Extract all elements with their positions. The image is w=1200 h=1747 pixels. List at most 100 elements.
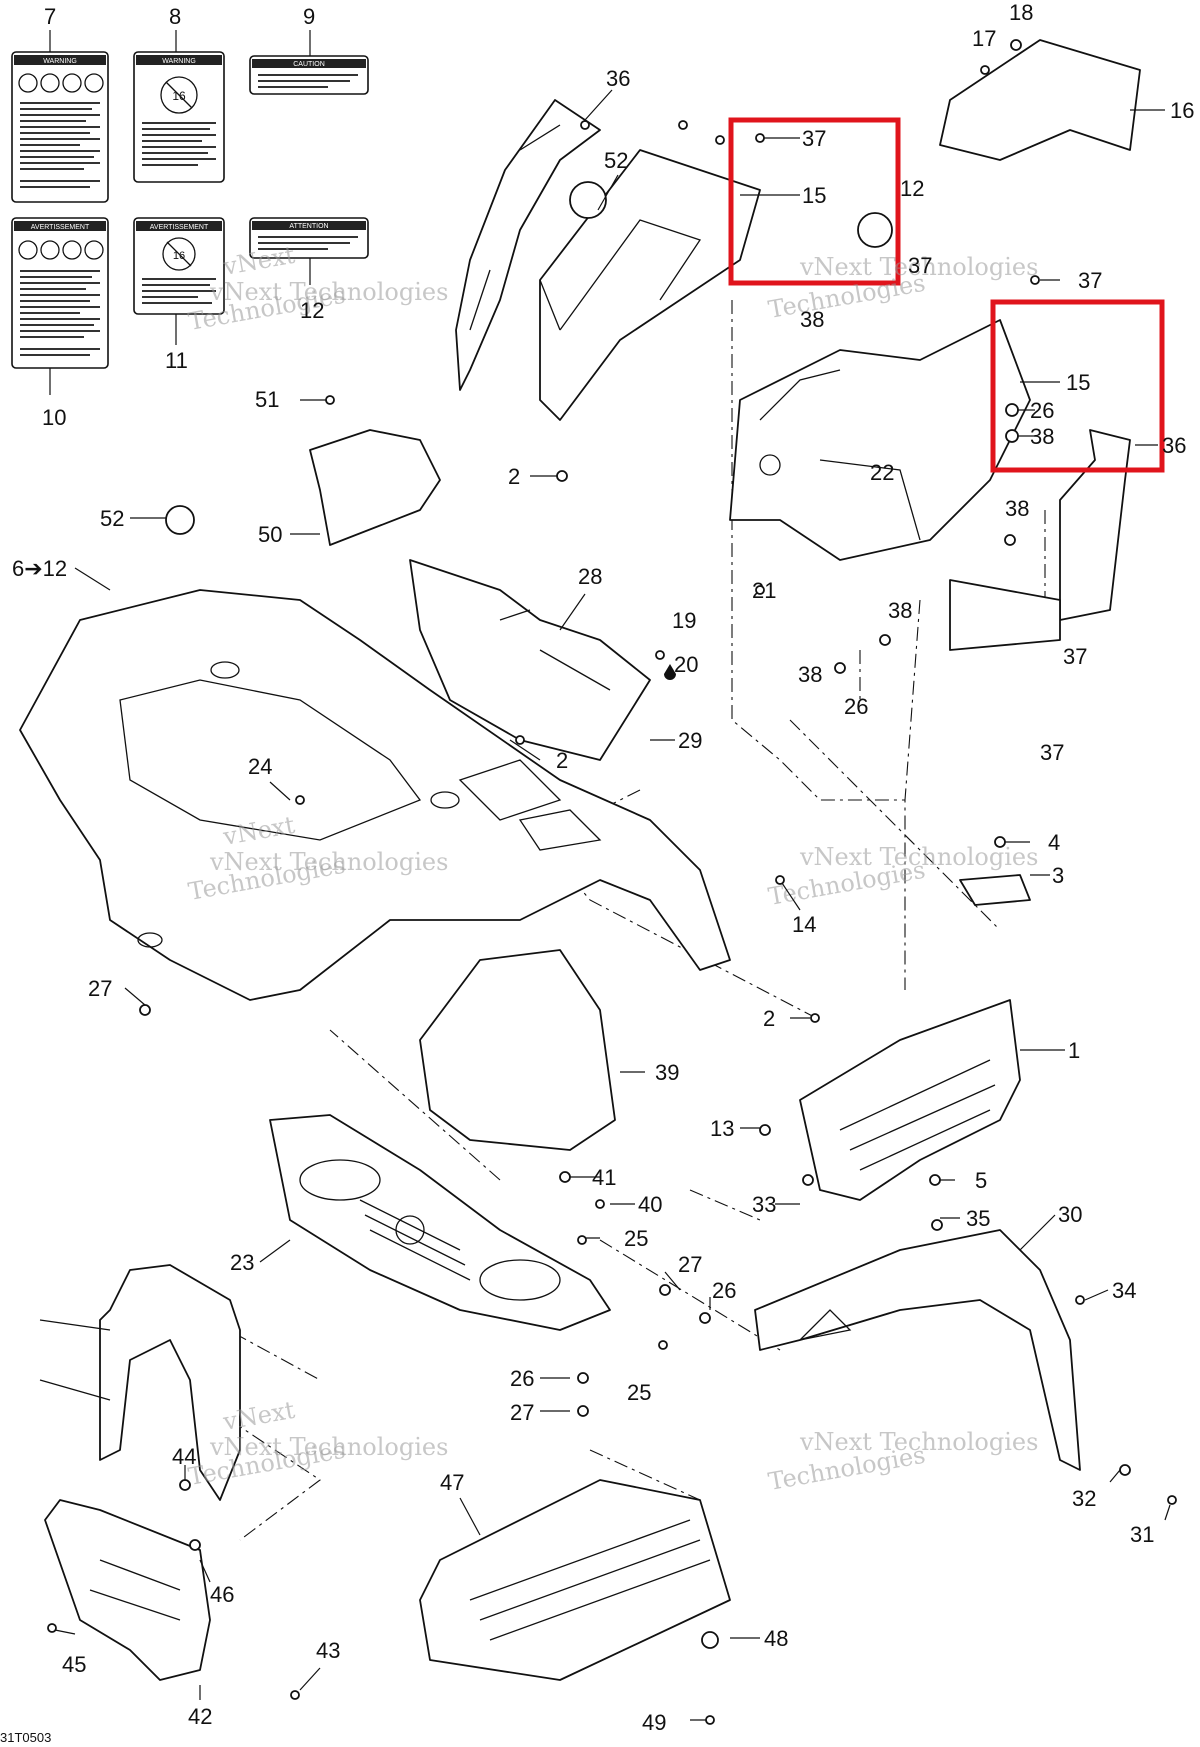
- callout-29: 29: [678, 728, 702, 753]
- callout-26c: 26: [712, 1278, 736, 1303]
- svg-text:vNext Technologies: vNext Technologies: [799, 1428, 1038, 1456]
- label-11-header: AVERTISSEMENT: [150, 224, 209, 231]
- callout-38d: 38: [888, 598, 912, 623]
- callout-19: 19: [672, 608, 696, 633]
- warning-label-11: AVERTISSEMENT 16: [133, 217, 225, 315]
- part-3-step-plate: [959, 874, 1031, 906]
- callout-25b: 25: [627, 1380, 651, 1405]
- callout-31: 31: [1130, 1522, 1154, 1547]
- callout-39: 39: [655, 1060, 679, 1085]
- part-52-plug-left: [165, 505, 195, 535]
- callout-36b: 36: [1162, 433, 1186, 458]
- label-12-header: ATTENTION: [289, 223, 328, 230]
- callout-38c: 38: [1005, 496, 1029, 521]
- warning-label-10: AVERTISSEMENT: [11, 217, 109, 369]
- callout-26d: 26: [510, 1366, 534, 1391]
- callout-7: 7: [44, 4, 56, 29]
- callout-10: 10: [42, 405, 66, 430]
- callout-12: 12: [900, 176, 924, 201]
- callout-5: 5: [975, 1168, 987, 1193]
- part-15-right-storage: [729, 319, 1031, 561]
- callout-14: 14: [792, 912, 816, 937]
- callout-43: 43: [316, 1638, 340, 1663]
- callout-37b: 37: [908, 253, 932, 278]
- part-52-plug-top: [569, 181, 607, 219]
- callout-30: 30: [1058, 1202, 1082, 1227]
- callout-41: 41: [592, 1165, 616, 1190]
- warning-label-12: ATTENTION: [249, 217, 369, 259]
- svg-text:vNext Technologies: vNext Technologies: [799, 253, 1038, 281]
- callout-50: 50: [258, 522, 282, 547]
- highlight-box-right: [990, 299, 1165, 473]
- callout-9: 9: [303, 4, 315, 29]
- callout-32: 32: [1072, 1486, 1096, 1511]
- label-7-header: WARNING: [43, 58, 77, 65]
- callout-44: 44: [172, 1444, 196, 1469]
- callout-28: 28: [578, 564, 602, 589]
- part-bumper-guard: [39, 1264, 241, 1501]
- callout-15: 15: [802, 183, 826, 208]
- leader-lines: [49, 30, 1171, 1721]
- callout-2b: 2: [556, 748, 568, 773]
- callout-6-12: 6➔12: [12, 556, 67, 581]
- svg-text:vNext: vNext: [220, 241, 297, 281]
- part-30-rear-fender: [754, 1229, 1081, 1471]
- callout-4: 4: [1048, 830, 1060, 855]
- callout-2: 2: [508, 464, 520, 489]
- part-23-front-bumper-fascia: [269, 1114, 611, 1331]
- callout-51: 51: [255, 387, 279, 412]
- callout-42: 42: [188, 1704, 212, 1729]
- callout-15b: 15: [1066, 370, 1090, 395]
- callout-48: 48: [764, 1626, 788, 1651]
- label-10-header: AVERTISSEMENT: [31, 224, 90, 231]
- callout-18: 18: [1009, 0, 1033, 25]
- callout-47: 47: [440, 1470, 464, 1495]
- svg-text:vNext Technologies: vNext Technologies: [209, 1433, 448, 1461]
- warning-label-7: WARNING: [11, 51, 109, 203]
- highlight-box-left: [728, 117, 901, 286]
- callout-16: 16: [1170, 98, 1194, 123]
- callout-35: 35: [966, 1206, 990, 1231]
- part-6-front-body: [19, 589, 731, 1001]
- callout-52b: 52: [100, 506, 124, 531]
- callout-46: 46: [210, 1582, 234, 1607]
- callout-8: 8: [169, 4, 181, 29]
- warning-label-9: CAUTION: [249, 55, 369, 95]
- warning-label-8: WARNING 16: [133, 51, 225, 183]
- callout-20: 20: [674, 652, 698, 677]
- svg-text:vNext Technologies: vNext Technologies: [209, 848, 448, 876]
- label-8-header: WARNING: [162, 58, 196, 65]
- part-47-skid-plate: [419, 1479, 731, 1681]
- callout-45: 45: [62, 1652, 86, 1677]
- part-39-inner-liner: [419, 949, 616, 1151]
- callout-37c: 37: [1078, 268, 1102, 293]
- callout-25: 25: [624, 1226, 648, 1251]
- label-11-age: 16: [173, 250, 185, 262]
- part-36-left-fender: [455, 99, 601, 391]
- callout-26: 26: [1030, 398, 1054, 423]
- callout-36: 36: [606, 66, 630, 91]
- callout-17: 17: [972, 26, 996, 51]
- callout-22: 22: [870, 460, 894, 485]
- callout-12b: 12: [300, 298, 324, 323]
- hardware-markers: [47, 39, 1177, 1725]
- callout-38: 38: [800, 307, 824, 332]
- part-1-footrest: [799, 999, 1021, 1201]
- callout-27c: 27: [510, 1400, 534, 1425]
- part-28-side-panel: [409, 559, 651, 761]
- callout-38b: 38: [1030, 424, 1054, 449]
- drawing-code: 31T0503: [0, 1730, 51, 1745]
- part-12-plug-right: [857, 212, 893, 248]
- callout-38e: 38: [798, 662, 822, 687]
- callout-37d: 37: [1063, 644, 1087, 669]
- callout-27b: 27: [678, 1252, 702, 1277]
- callout-11: 11: [165, 348, 188, 373]
- callout-26b: 26: [844, 694, 868, 719]
- callout-33: 33: [752, 1192, 776, 1217]
- part-16-rear-guard: [939, 39, 1141, 161]
- part-50-bracket: [309, 429, 441, 546]
- callout-labels: 7 8 9 36 52 37 15 12 18 17 16 10 11 12 3…: [12, 0, 1194, 1735]
- callout-27: 27: [88, 976, 112, 1001]
- callout-23: 23: [230, 1250, 254, 1275]
